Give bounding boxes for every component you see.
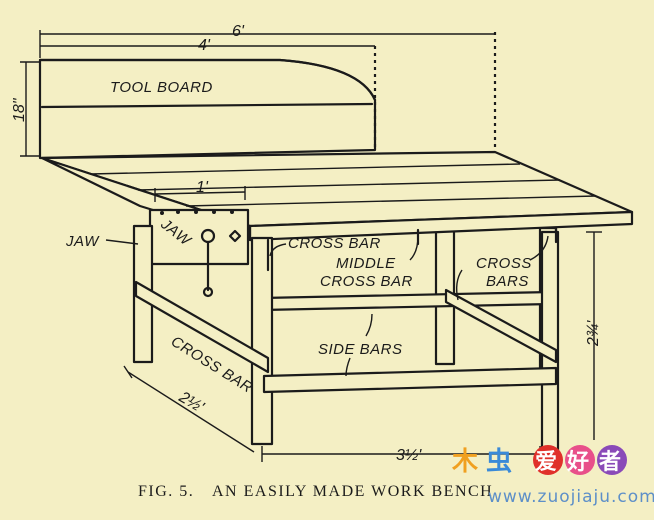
middle-label: MIDDLE: [336, 255, 396, 272]
watermark-logo: 木 虫 爱 好 者 www.zuojiaju.com: [451, 445, 654, 507]
watermark-char-5: 者: [598, 450, 621, 475]
bars-label: BARS: [486, 273, 529, 290]
caption-figure: FIG. 5.: [138, 483, 194, 500]
dimension-18in: 18": [11, 61, 40, 157]
watermark-char-1: 木: [451, 447, 478, 477]
watermark-char-4: 好: [566, 449, 589, 475]
tool-board-label: TOOL BOARD: [110, 79, 213, 96]
dim-6ft-label: 6': [232, 23, 245, 40]
jaw-left-label: JAW: [65, 233, 100, 250]
figure-caption: FIG. 5. AN EASILY MADE WORK BENCH: [138, 483, 493, 500]
dimension-4ft: 4': [40, 37, 377, 150]
dim-4ft-label: 4': [198, 37, 211, 54]
side-bars-label: SIDE BARS: [318, 341, 403, 358]
vise: 1' JAW: [148, 179, 250, 298]
dimension-6ft: 6': [39, 23, 497, 150]
cross-bars: [134, 226, 558, 394]
dim-18in-label: 18": [11, 97, 28, 122]
dimension-height: 2¾': [585, 231, 602, 440]
dim-front-label: 3½': [396, 447, 422, 464]
cross-bar-top-label: CROSS BAR: [288, 235, 381, 252]
tool-board: [38, 58, 377, 160]
cross-label: CROSS: [476, 255, 532, 272]
watermark-char-3: 爱: [535, 450, 557, 475]
middle-cross-bar-label: CROSS BAR: [320, 273, 413, 290]
bench-top: [40, 150, 634, 242]
dim-height-label: 2¾': [585, 320, 602, 347]
dim-1ft-label: 1': [196, 179, 209, 196]
caption-text: AN EASILY MADE WORK BENCH: [212, 483, 493, 500]
watermark-url: www.zuojiaju.com: [488, 487, 654, 507]
watermark-char-2: 虫: [486, 447, 512, 477]
